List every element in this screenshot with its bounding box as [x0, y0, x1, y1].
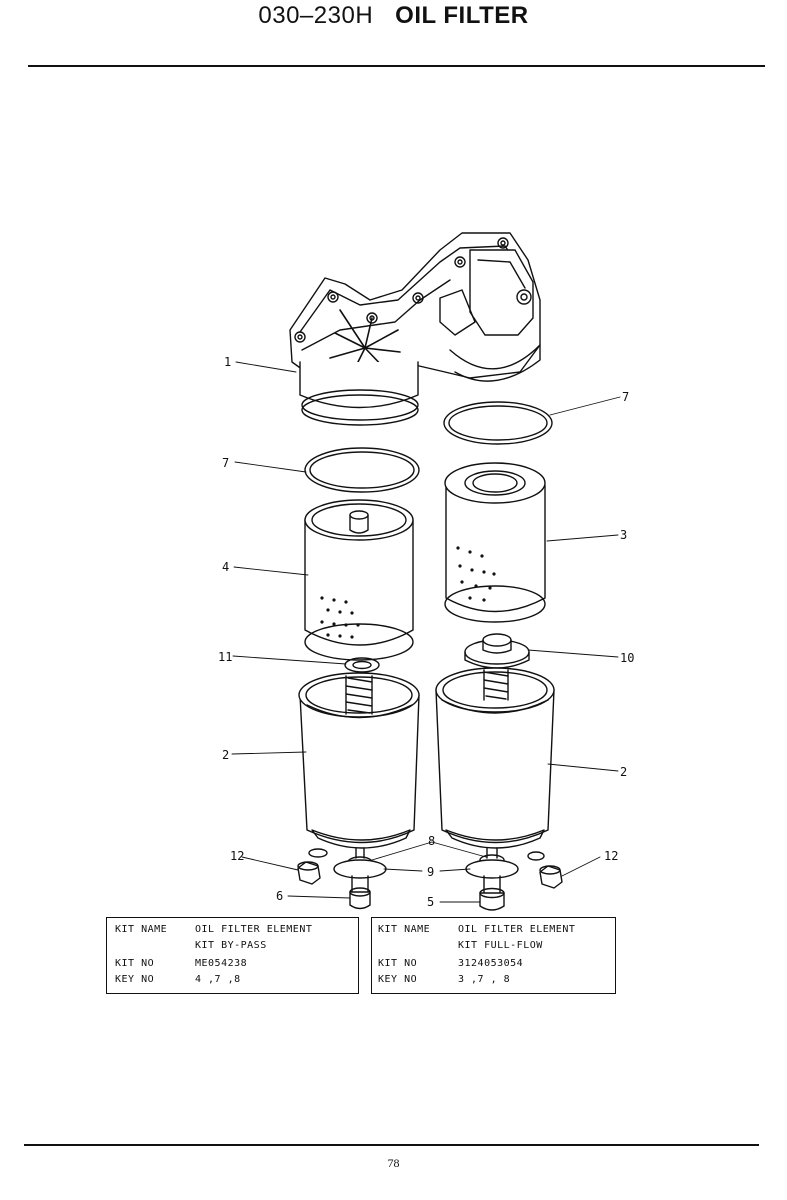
key-no-label: KEY NO	[378, 974, 418, 985]
callout-2-right: 2	[620, 765, 627, 779]
o-ring-right	[443, 401, 553, 445]
bottom-hardware-left	[333, 847, 387, 910]
kit-no-label: KIT NO	[378, 958, 418, 969]
kit-no-value: 3124053054	[458, 958, 524, 969]
key-no-value: 4 ,7 ,8	[195, 974, 241, 985]
o-ring-left	[304, 447, 420, 493]
kit-name-line1: OIL FILTER ELEMENT	[195, 924, 313, 935]
filter-head	[289, 232, 541, 426]
bypass-filter-element	[304, 499, 414, 661]
callout-3: 3	[620, 528, 627, 542]
kit-table-bypass: KIT NAME OIL FILTER ELEMENT KIT BY-PASS …	[106, 917, 359, 994]
kit-no-value: ME054238	[195, 958, 248, 969]
callout-12-right: 12	[604, 849, 618, 863]
page-title: 030–230H OIL FILTER	[0, 2, 787, 30]
key-no-label: KEY NO	[115, 974, 155, 985]
kit-name-line2: KIT FULL-FLOW	[458, 940, 543, 951]
drain-plug-right	[527, 851, 563, 889]
callout-4: 4	[222, 560, 229, 574]
bottom-hardware-right	[465, 847, 519, 911]
key-no-value: 3 ,7 , 8	[458, 974, 511, 985]
callout-5: 5	[427, 895, 434, 909]
section-code: 030–230H	[258, 2, 374, 29]
callout-11: 11	[218, 650, 232, 664]
leader-lines	[231, 361, 621, 903]
kit-no-label: KIT NO	[115, 958, 155, 969]
filter-case-left	[298, 672, 420, 849]
kit-table-full-flow: KIT NAME OIL FILTER ELEMENT KIT FULL-FLO…	[371, 917, 616, 994]
callout-1: 1	[224, 355, 231, 369]
callout-6: 6	[276, 889, 283, 903]
filter-case-right	[435, 667, 555, 849]
callout-7-left: 7	[222, 456, 229, 470]
full-flow-filter-element	[444, 462, 546, 623]
kit-name-line1: OIL FILTER ELEMENT	[458, 924, 576, 935]
section-title: OIL FILTER	[395, 2, 529, 29]
callout-12-left: 12	[230, 849, 244, 863]
callout-2-left: 2	[222, 748, 229, 762]
callout-8: 8	[428, 834, 435, 848]
page-number: 78	[387, 1156, 400, 1170]
footer-rule	[24, 1144, 759, 1146]
kit-name-label: KIT NAME	[115, 924, 168, 935]
header-rule	[28, 65, 765, 67]
relief-valve	[464, 633, 530, 669]
gasket	[344, 657, 380, 673]
kit-name-line2: KIT BY-PASS	[195, 940, 267, 951]
drain-plug-left	[297, 848, 328, 885]
callout-10: 10	[620, 651, 634, 665]
kit-name-label: KIT NAME	[378, 924, 431, 935]
callout-9: 9	[427, 865, 434, 879]
callout-7-right: 7	[622, 390, 629, 404]
